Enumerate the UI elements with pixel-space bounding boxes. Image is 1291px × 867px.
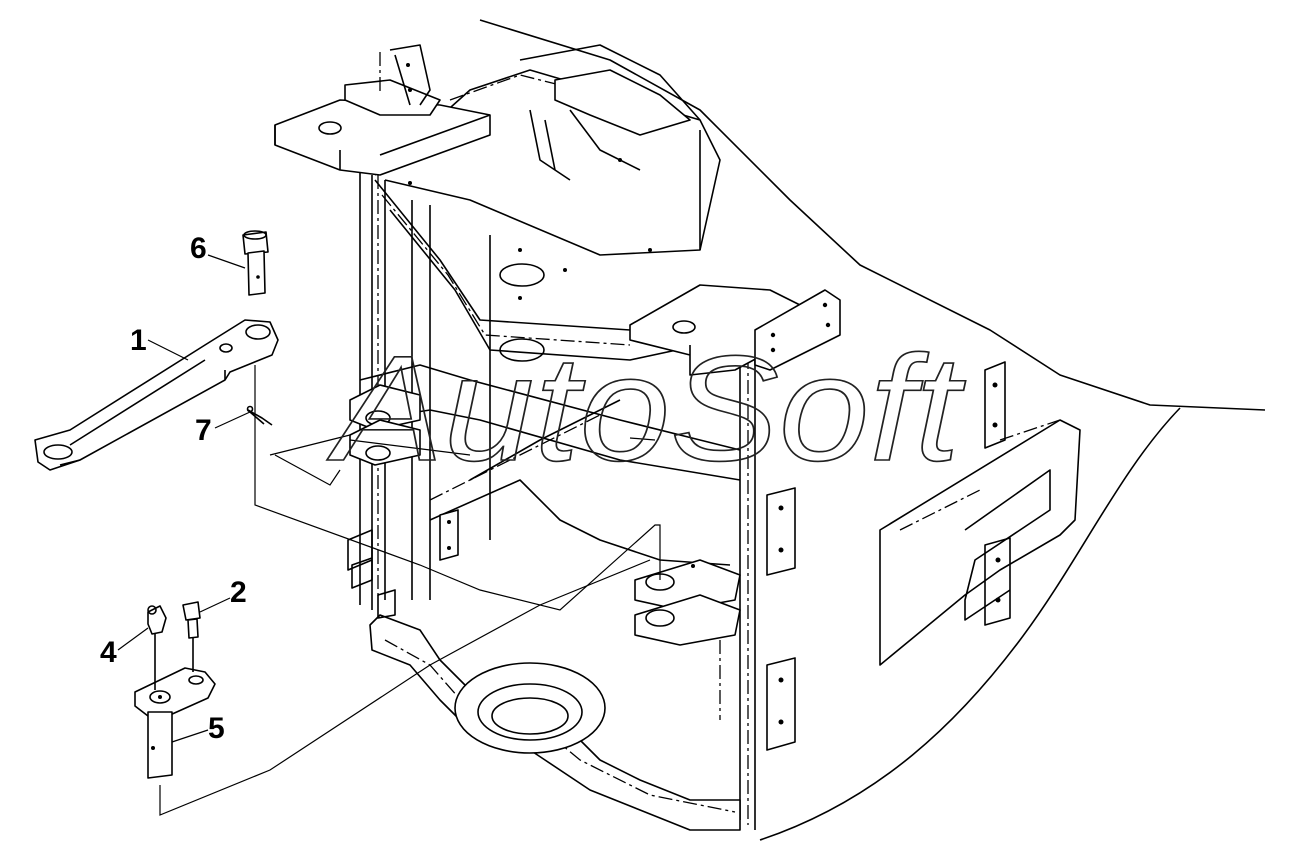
callout-2: 2 [230, 576, 247, 609]
lower-brace-dash [429, 414, 601, 501]
top-left-bracket [274, 44, 491, 176]
body-lower-curve [759, 407, 1181, 841]
callout-6: 6 [190, 232, 207, 265]
grease-fitting-part [147, 605, 167, 690]
right-clevis [634, 559, 741, 720]
side-window [879, 419, 1081, 666]
link-arm-part [34, 319, 279, 471]
projection-lines-2 [159, 434, 651, 816]
right-mid-bracket [629, 284, 841, 376]
body-top-edge [519, 44, 701, 121]
pin-part [242, 230, 269, 296]
bolt-part [182, 601, 201, 672]
left-clevis [349, 384, 421, 466]
projection-lines-3 [274, 437, 656, 486]
body-outline [479, 19, 1266, 411]
top-right-bracket [529, 69, 691, 181]
leader-lines [117, 254, 251, 743]
right-post [699, 130, 756, 830]
mounting-pads [439, 361, 1011, 751]
projection-lines [254, 365, 661, 611]
lower-left-clevis [347, 529, 396, 619]
callout-4: 4 [100, 636, 117, 669]
diagonal-arm-dash [381, 194, 631, 346]
callout-labels: 6 1 7 2 4 5 [100, 232, 247, 745]
frame-assembly [159, 19, 1266, 841]
cotter-pin-part [246, 405, 273, 426]
watermark-text: AutoSoft [326, 324, 965, 492]
plate-pin-part [134, 667, 216, 779]
lower-brace [429, 399, 731, 566]
base-ring-inner [477, 683, 583, 741]
upper-plate [374, 69, 721, 256]
base-ring-hole [491, 697, 569, 735]
callout-1: 1 [130, 324, 147, 357]
callout-7: 7 [195, 414, 212, 447]
plate-holes [408, 181, 652, 362]
callout-5: 5 [208, 712, 225, 745]
